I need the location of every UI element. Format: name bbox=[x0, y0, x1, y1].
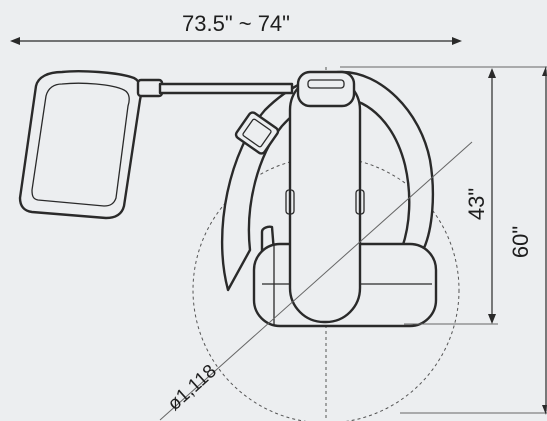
height-dimension-label: 60" bbox=[508, 226, 533, 258]
diameter-dimension-label: ø1,118 bbox=[164, 361, 221, 415]
arrow-down-icon-outer bbox=[542, 405, 547, 415]
arrow-up-icon-outer bbox=[542, 66, 547, 76]
arrow-left-icon bbox=[10, 37, 20, 45]
tray-arm-joint bbox=[136, 78, 164, 98]
control-handle bbox=[234, 111, 280, 155]
arrow-down-icon bbox=[488, 314, 496, 324]
instrument-tray bbox=[18, 70, 294, 220]
arrow-right-icon bbox=[452, 37, 462, 45]
diagonal-dimension-line bbox=[159, 141, 473, 421]
chair-body bbox=[285, 70, 365, 324]
depth-dimension-label: 43" bbox=[464, 188, 489, 220]
headrest bbox=[296, 70, 356, 108]
arrow-up-icon bbox=[488, 68, 496, 78]
height-dimension bbox=[340, 66, 547, 415]
width-dimension-label: 73.5" ~ 74" bbox=[182, 11, 290, 36]
tray-arm-rod bbox=[158, 82, 294, 95]
width-dimension: 73.5" ~ 74" bbox=[10, 11, 462, 45]
